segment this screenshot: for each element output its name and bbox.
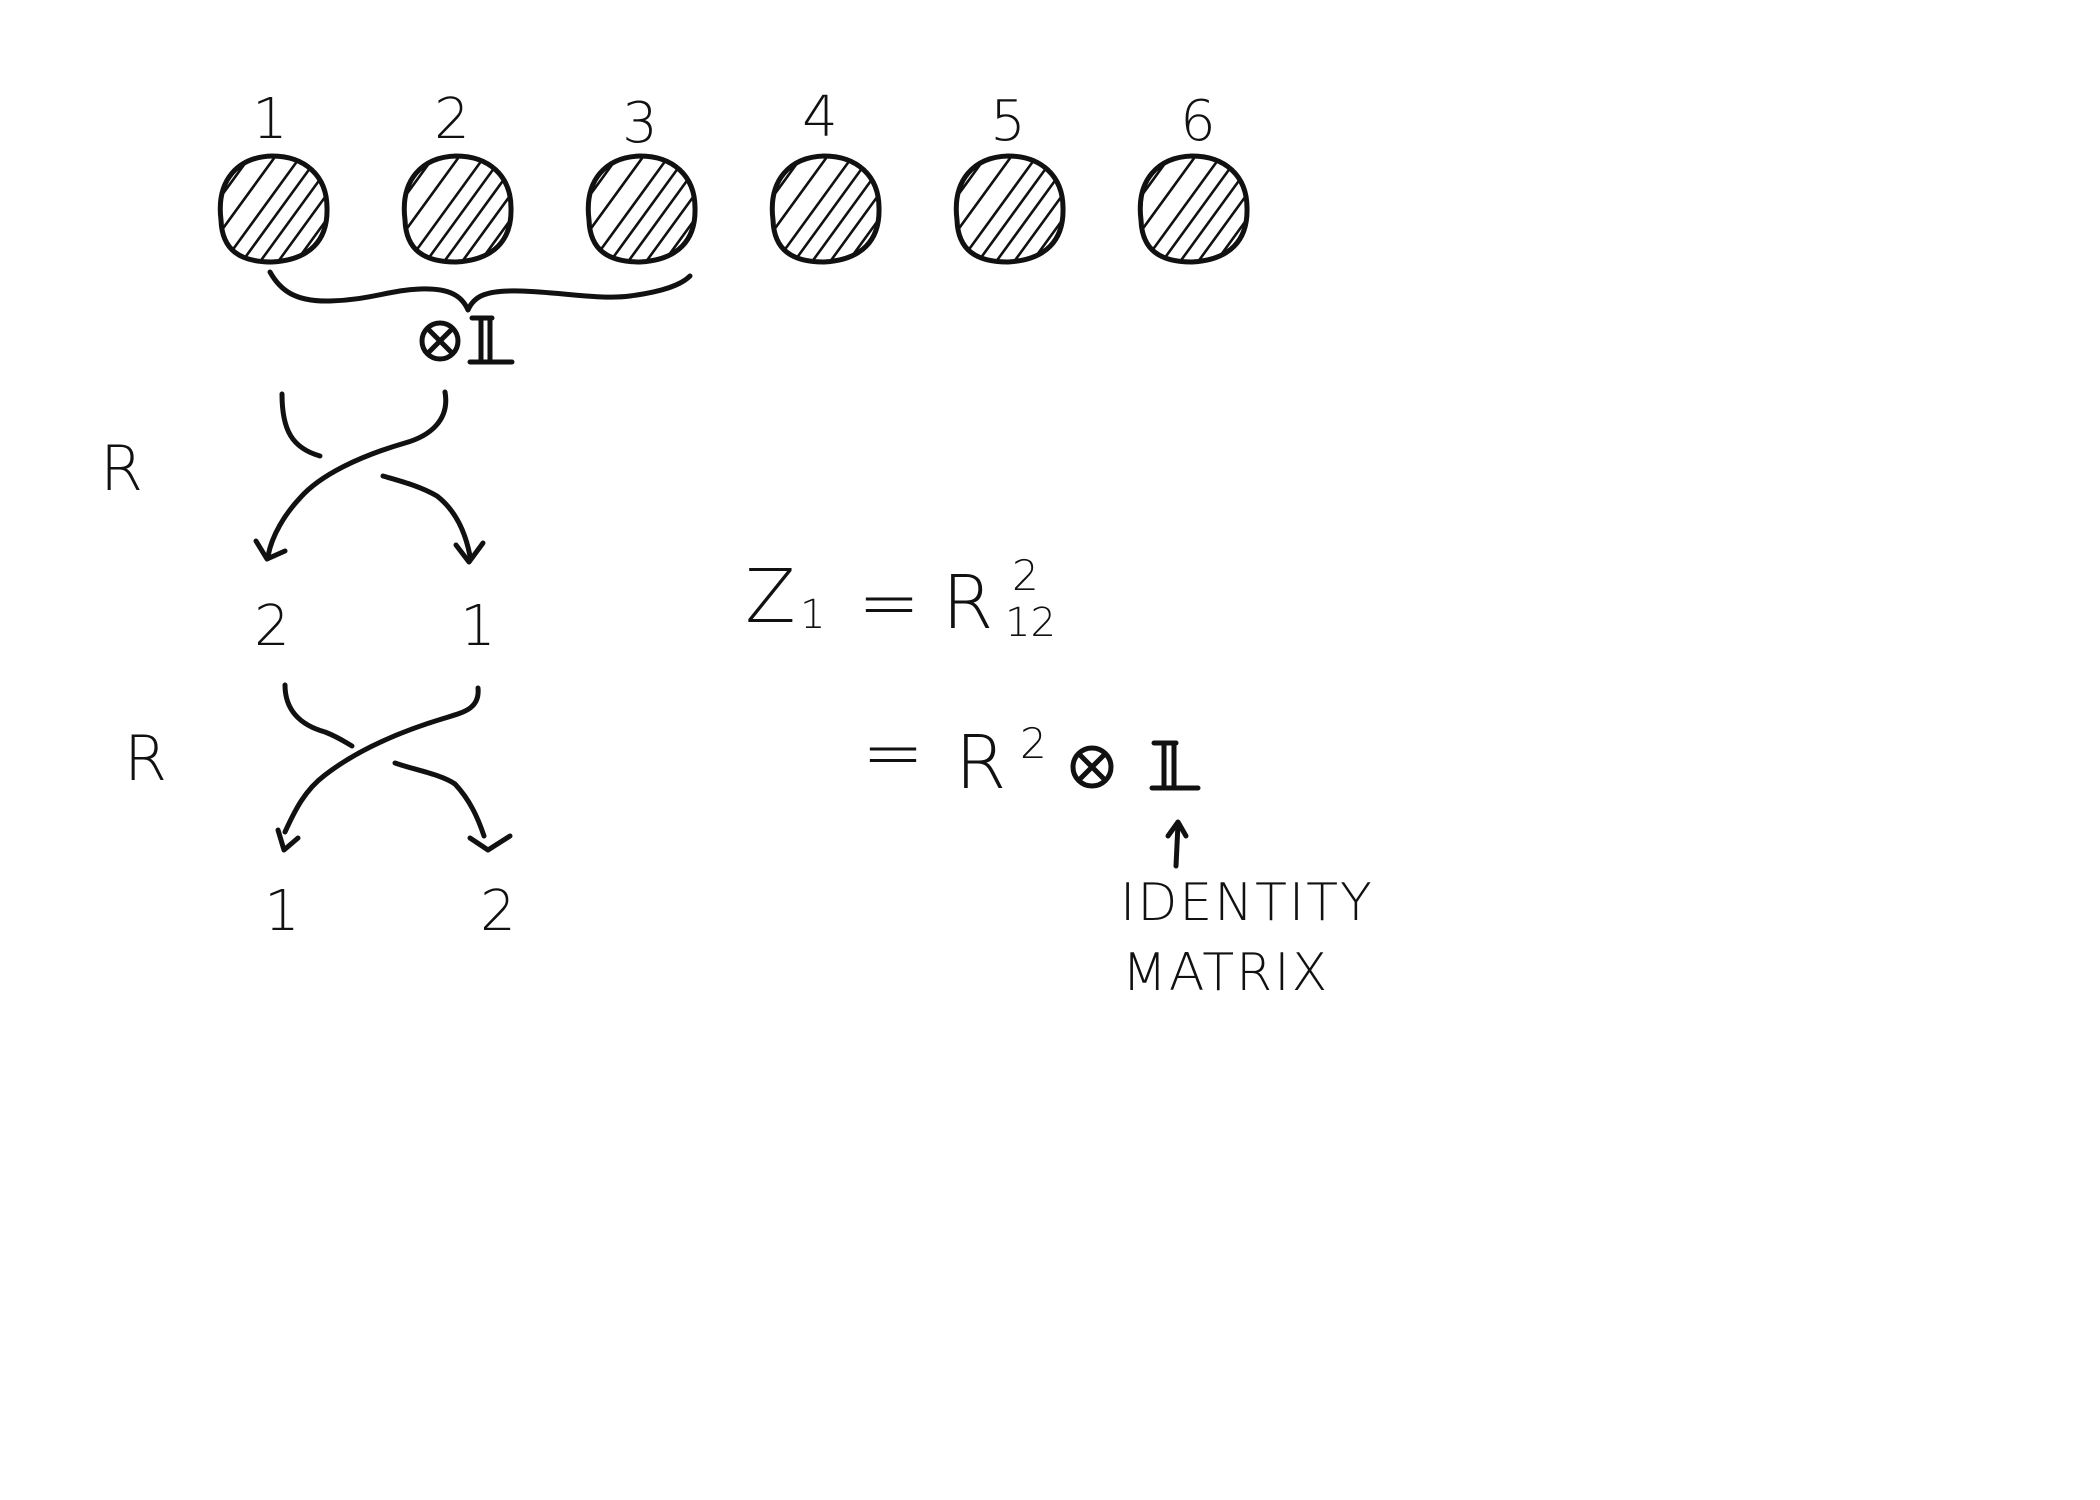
equation-equals-2: = [862,710,924,796]
equation-line-1: Z 1 = R 2 12 [745,551,1056,646]
qubit-label-3: 3 [622,91,658,156]
braid-step2-label: R [124,722,167,795]
qubit-label-5: 5 [990,89,1026,154]
braid-strand-under-2a [282,682,355,749]
qubit-circle-6 [1137,153,1250,265]
braid-strand-under-1a [279,391,323,459]
equation-r-subscript-1: 12 [1005,600,1056,646]
qubit-circle-2 [401,153,514,265]
equation-r-symbol-1: R [942,560,993,646]
arrowhead-down-right-1 [453,540,486,565]
middle-label-left: 2 [254,594,290,659]
braid-strand-under-1b [380,473,473,559]
identity-double-struck-icon [467,315,515,365]
qubit-label-2: 2 [434,87,470,152]
annotation-matrix: MATRIX [1122,943,1329,1003]
equation-r-superscript-2: 2 [1020,719,1047,768]
qubit-circle-5 [953,153,1066,265]
bottom-label-left: 1 [264,879,300,944]
braid-step1-label: R [100,432,143,505]
tensor-identity-label [419,315,515,365]
equation-r-symbol-2: R [955,720,1006,806]
qubit-label-4: 4 [802,85,838,150]
qubit-circle-4 [769,153,882,265]
curly-brace [267,269,693,313]
identity-annotation-arrow [1165,819,1189,869]
equation-line-2: = R 2 [862,710,1201,806]
arrowhead-down-left-2 [275,827,301,853]
annotation-identity: IDENTITY [1120,873,1374,933]
qubit-label-6: 6 [1180,89,1216,154]
braid-strand-over-1 [265,389,449,559]
equation-equals-1: = [858,560,920,646]
braid-crossing-2 [275,682,513,853]
tensor-product-icon [1070,745,1114,789]
bottom-label-right: 2 [480,879,516,944]
tensor-product-icon [419,320,461,362]
braid-strand-under-2b [392,760,487,839]
qubit-labels: 1 2 3 4 5 6 [252,85,1216,156]
equation-z-symbol: Z [745,554,796,640]
qubit-row [217,153,1250,265]
equation-r-superscript-1: 2 [1012,551,1039,600]
qubit-circle-3 [585,153,698,265]
arrowhead-down-left-1 [253,538,288,562]
braid-crossing-1 [253,389,486,565]
qubit-label-1: 1 [252,87,288,152]
middle-label-right: 1 [460,594,496,659]
equation-z-subscript: 1 [800,592,825,638]
identity-double-struck-icon [1149,740,1201,791]
qubit-circle-1 [217,153,330,265]
arrowhead-down-right-2 [467,833,513,853]
braid-strand-over-2 [282,685,481,835]
